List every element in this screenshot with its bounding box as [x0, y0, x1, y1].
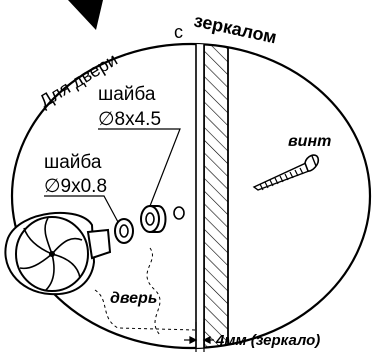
door-outline-dashed: [146, 247, 161, 336]
washer-small-name: шайба: [98, 84, 156, 105]
leader-large-washer: [44, 195, 119, 223]
callout-pointer: [68, 0, 103, 30]
washer-large-size: ∅9x0.8: [44, 176, 107, 197]
screw-label: винт: [288, 133, 331, 150]
thickness-dimension: [184, 322, 214, 352]
door-label: дверь: [110, 290, 157, 307]
thick-washer-icon: [140, 205, 167, 233]
knob-icon: [4, 212, 112, 296]
mirror-thickness-label: 4мм (зеркало): [215, 332, 320, 349]
door-panel: [203, 44, 229, 348]
door-outline-dashed-2: [94, 289, 197, 331]
washer-small-size: ∅8x4.5: [98, 109, 161, 130]
title-text-2: с: [174, 22, 183, 42]
leader-small-washer: [98, 128, 181, 207]
screw-hole-icon: [173, 206, 185, 220]
thin-washer-icon: [114, 218, 134, 244]
washer-large-name: шайба: [44, 152, 102, 173]
title-text-3: зеркалом: [192, 10, 278, 47]
mirror-layer: [195, 44, 205, 348]
detail-ellipse: [10, 42, 372, 350]
screw-icon: [252, 154, 320, 191]
